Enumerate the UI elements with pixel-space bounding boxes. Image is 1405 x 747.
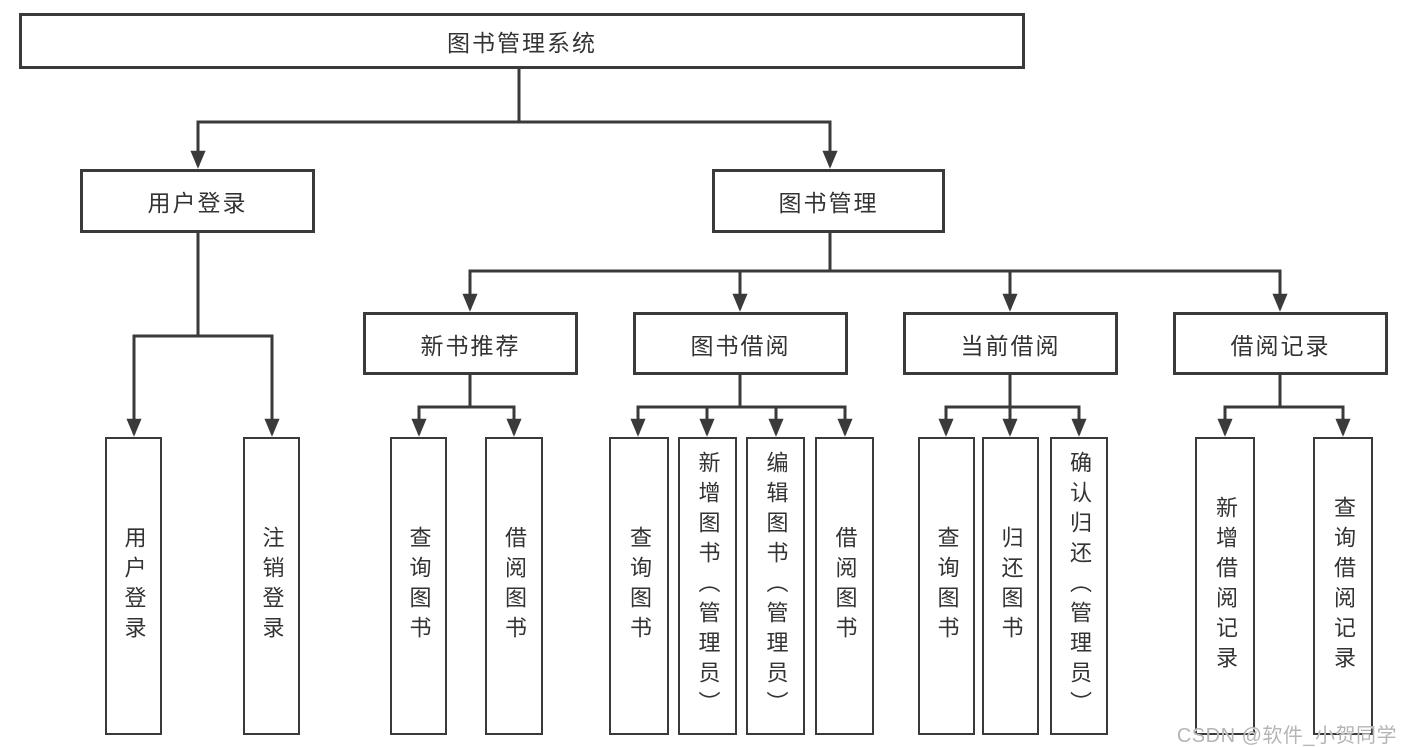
node-label: 新增图书（管理员） [695, 451, 721, 721]
node-label: 查询图书 [406, 526, 432, 646]
node-label: 归还图书 [998, 526, 1024, 646]
node-label: 注销登录 [259, 526, 285, 646]
node-book-borrowing: 图书借阅 [633, 312, 848, 375]
node-label: 确认归还（管理员） [1067, 451, 1092, 721]
leaf-borrowing-query-books: 查询图书 [609, 437, 669, 735]
node-label: 新增借阅记录 [1213, 496, 1238, 676]
node-label: 查询图书 [934, 526, 960, 646]
node-book-management: 图书管理 [712, 169, 945, 233]
leaf-newbook-query-books: 查询图书 [390, 437, 447, 735]
leaf-newbook-borrow-books: 借阅图书 [485, 437, 543, 735]
leaf-borrowing-add-books-admin: 新增图书（管理员） [678, 437, 737, 735]
node-label: 新书推荐 [420, 332, 521, 359]
node-borrowing-records: 借阅记录 [1173, 312, 1388, 375]
leaf-current-confirm-return-admin: 确认归还（管理员） [1050, 437, 1108, 735]
node-label: 图书借阅 [690, 332, 791, 359]
node-label: 借阅图书 [832, 526, 858, 646]
leaf-borrowing-edit-books-admin: 编辑图书（管理员） [746, 437, 805, 735]
watermark-text: CSDN @软件_小贺同学 [1176, 725, 1397, 747]
leaf-records-query-borrow-record: 查询借阅记录 [1313, 437, 1373, 735]
node-user-login: 用户登录 [80, 169, 315, 233]
node-label: 借阅记录 [1230, 332, 1331, 359]
node-label: 图书管理系统 [447, 30, 597, 56]
node-label: 当前借阅 [960, 332, 1061, 359]
leaf-user-login: 用户登录 [105, 437, 162, 735]
node-label: 查询图书 [627, 526, 652, 646]
leaf-borrowing-borrow-books: 借阅图书 [815, 437, 874, 735]
leaf-records-add-borrow-record: 新增借阅记录 [1195, 437, 1255, 735]
leaf-current-query-books: 查询图书 [918, 437, 975, 735]
node-label: 图书管理 [778, 190, 879, 216]
node-label: 借阅图书 [502, 526, 527, 646]
node-label: 查询借阅记录 [1331, 496, 1356, 676]
node-label: 用户登录 [121, 526, 147, 646]
node-label: 用户登录 [147, 190, 248, 216]
node-new-book-recommendation: 新书推荐 [363, 312, 578, 375]
leaf-logout: 注销登录 [243, 437, 300, 735]
node-label: 编辑图书（管理员） [763, 451, 789, 721]
leaf-current-return-books: 归还图书 [982, 437, 1039, 735]
node-library-management-system: 图书管理系统 [19, 13, 1025, 69]
node-current-borrowing: 当前借阅 [903, 312, 1118, 375]
